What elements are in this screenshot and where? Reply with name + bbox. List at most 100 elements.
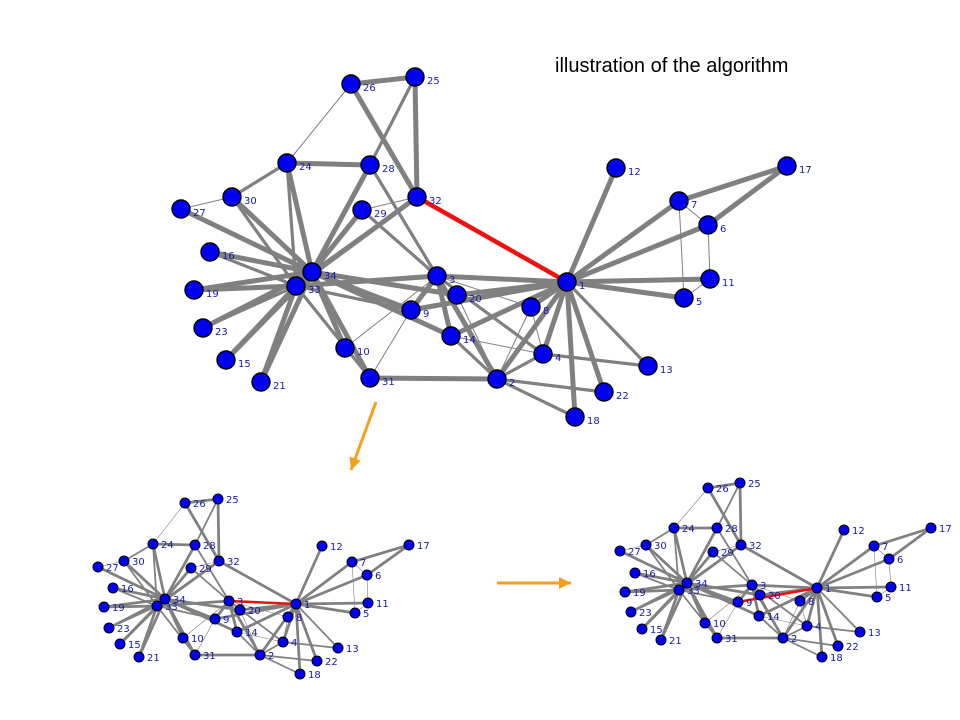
edge-3-28 — [368, 163, 439, 278]
node-23-circle — [625, 606, 637, 618]
node-28: 28 — [189, 539, 216, 552]
edge-6-17 — [365, 543, 411, 577]
edge-3-8 — [228, 600, 289, 618]
edge-1-22 — [815, 586, 840, 648]
node-9-circle — [209, 613, 221, 625]
node-21-circle — [251, 372, 271, 392]
node-4-circle — [801, 620, 813, 632]
edge-30-34 — [644, 543, 689, 585]
edges — [96, 497, 411, 676]
node-1-label: 1 — [304, 600, 310, 611]
node-27-label: 27 — [106, 563, 119, 574]
edge-1-3 — [434, 273, 570, 285]
node-21: 21 — [655, 634, 682, 647]
node-4-label: 4 — [555, 353, 561, 364]
node-30: 30 — [118, 555, 145, 568]
node-17-label: 17 — [939, 524, 952, 535]
node-14: 14 — [441, 326, 476, 346]
edge-24-34 — [284, 160, 315, 275]
node-21: 21 — [133, 651, 160, 664]
node-27: 27 — [92, 561, 119, 574]
edge-5-7 — [678, 200, 685, 299]
node-4: 4 — [277, 636, 297, 649]
node-33-label: 33 — [165, 602, 178, 613]
edge-30-33 — [230, 195, 298, 288]
node-24-circle — [277, 153, 297, 173]
node-31: 31 — [189, 649, 216, 662]
node-20: 20 — [234, 604, 261, 617]
node-23: 23 — [103, 622, 130, 635]
node-12-circle — [606, 158, 626, 178]
edge-31-34 — [685, 581, 719, 640]
node-29-label: 29 — [199, 564, 212, 575]
node-13-label: 13 — [346, 644, 359, 655]
node-23-circle — [193, 318, 213, 338]
edge-20-34 — [163, 597, 242, 612]
arrow-shaft — [349, 401, 378, 471]
edge-1-18 — [564, 279, 578, 420]
node-3: 3 — [427, 266, 455, 286]
edge-4-13 — [806, 625, 861, 633]
edge-1-13 — [565, 280, 650, 368]
node-12: 12 — [606, 158, 641, 178]
node-14: 14 — [753, 610, 780, 623]
edge-16-33 — [208, 250, 298, 288]
node-8-circle — [794, 595, 806, 607]
edge-1-11 — [564, 276, 713, 285]
node-8: 8 — [282, 611, 302, 624]
edge-24-34 — [151, 542, 167, 601]
node-34: 34 — [681, 577, 708, 590]
node-19-label: 19 — [633, 588, 646, 599]
edge-1-5 — [815, 586, 879, 599]
node-28-label: 28 — [725, 524, 738, 535]
edge-14-34 — [309, 269, 454, 339]
node-14-circle — [231, 626, 243, 638]
edge-5-7 — [873, 545, 878, 598]
edge-27-34 — [178, 206, 315, 275]
edge-4-14 — [236, 631, 284, 643]
node-19-label: 19 — [112, 603, 125, 614]
node-29-label: 29 — [721, 548, 734, 559]
edge-9-33 — [294, 284, 413, 312]
node-11-circle — [885, 581, 897, 593]
edge-25-28 — [368, 75, 417, 167]
edge-9-33 — [678, 589, 739, 603]
edge-25-26 — [348, 74, 418, 87]
node-5-label: 5 — [696, 297, 702, 308]
node-29-circle — [707, 546, 719, 558]
node-26-circle — [179, 497, 191, 509]
node-18-label: 18 — [830, 653, 843, 664]
node-5: 5 — [871, 591, 891, 604]
node-25-circle — [212, 493, 224, 505]
node-15-label: 15 — [650, 625, 663, 636]
node-34-label: 34 — [173, 595, 186, 606]
node-6-circle — [883, 553, 895, 565]
node-34-circle — [159, 593, 171, 605]
node-8-label: 8 — [296, 613, 302, 624]
edge-1-2 — [494, 279, 570, 382]
node-15-label: 15 — [128, 640, 141, 651]
edges — [618, 481, 933, 659]
node-7-circle — [669, 191, 689, 211]
node-26-label: 26 — [363, 83, 376, 94]
node-34-label: 34 — [324, 271, 337, 282]
node-33-circle — [151, 600, 163, 612]
node-10-circle — [335, 338, 355, 358]
node-17-circle — [777, 156, 797, 176]
node-6: 6 — [883, 553, 903, 566]
node-14-circle — [441, 326, 461, 346]
edge-3-29 — [360, 208, 439, 278]
arrows-layer — [349, 401, 571, 589]
node-31-circle — [360, 368, 380, 388]
node-11-circle — [362, 597, 374, 609]
node-20-circle — [447, 285, 467, 305]
node-20-label: 20 — [469, 294, 482, 305]
node-13-label: 13 — [660, 365, 673, 376]
edge-2-8 — [496, 306, 532, 380]
highlighted-edge-1-32 — [415, 195, 569, 284]
edge-2-20 — [239, 609, 261, 656]
edge-1-7 — [564, 198, 682, 285]
edge-1-6 — [564, 222, 711, 285]
node-14-label: 14 — [463, 335, 476, 346]
